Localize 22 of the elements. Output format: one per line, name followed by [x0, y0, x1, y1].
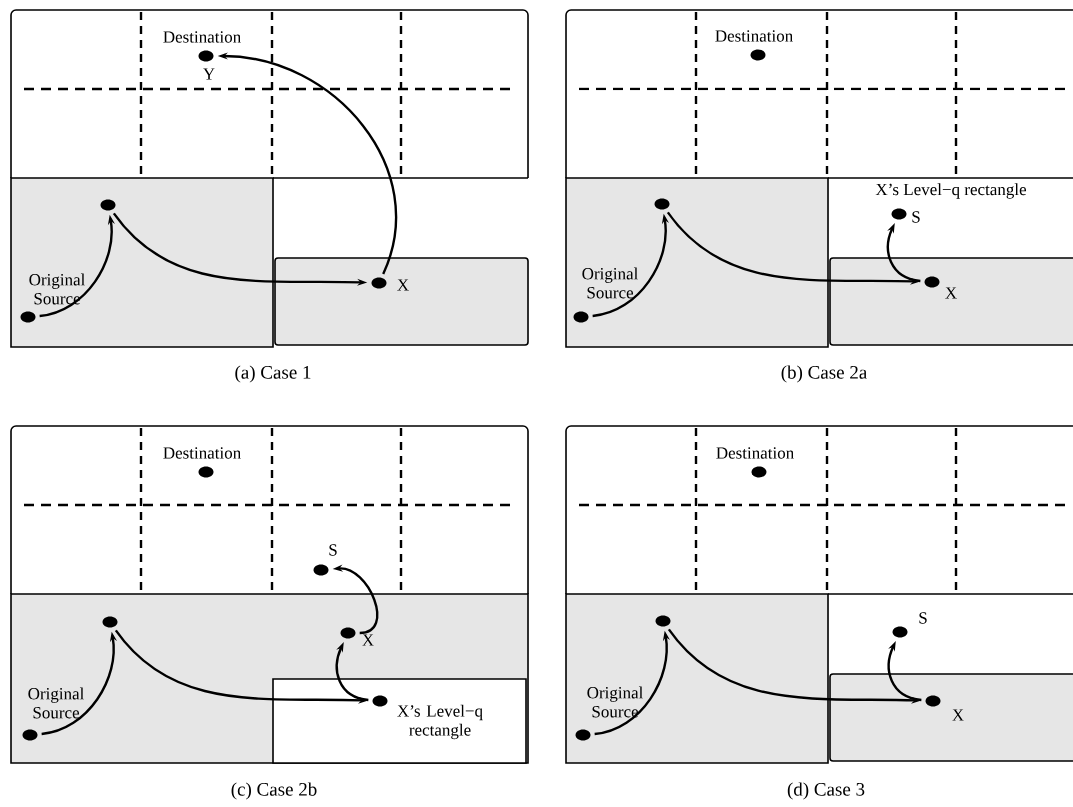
caption: (b) Case 2a — [781, 365, 867, 383]
point-label: Destination — [716, 447, 794, 459]
point-label: S — [919, 612, 927, 624]
point-label: Destination — [163, 447, 241, 459]
point-label: X — [945, 287, 957, 299]
caption: (a) Case 1 — [235, 365, 311, 383]
point-label: X — [362, 634, 374, 646]
point-label: Original Source — [587, 686, 643, 718]
point-label: Original Source — [29, 273, 85, 305]
region-label: X’s Level−q rectangle — [397, 704, 483, 740]
point-label: X — [952, 709, 964, 721]
point-label: Y — [203, 68, 215, 80]
point-label: Destination — [163, 31, 241, 43]
caption: (d) Case 3 — [787, 782, 865, 800]
point-label: S — [329, 544, 337, 556]
region-label: X’s Level−q rectangle — [875, 183, 1027, 199]
point-label: Original Source — [582, 267, 638, 299]
point-label: S — [912, 211, 920, 223]
point-label: Original Source — [28, 687, 84, 719]
point-label: Destination — [715, 30, 793, 42]
point-label: X — [397, 279, 409, 291]
caption: (c) Case 2b — [231, 782, 317, 800]
